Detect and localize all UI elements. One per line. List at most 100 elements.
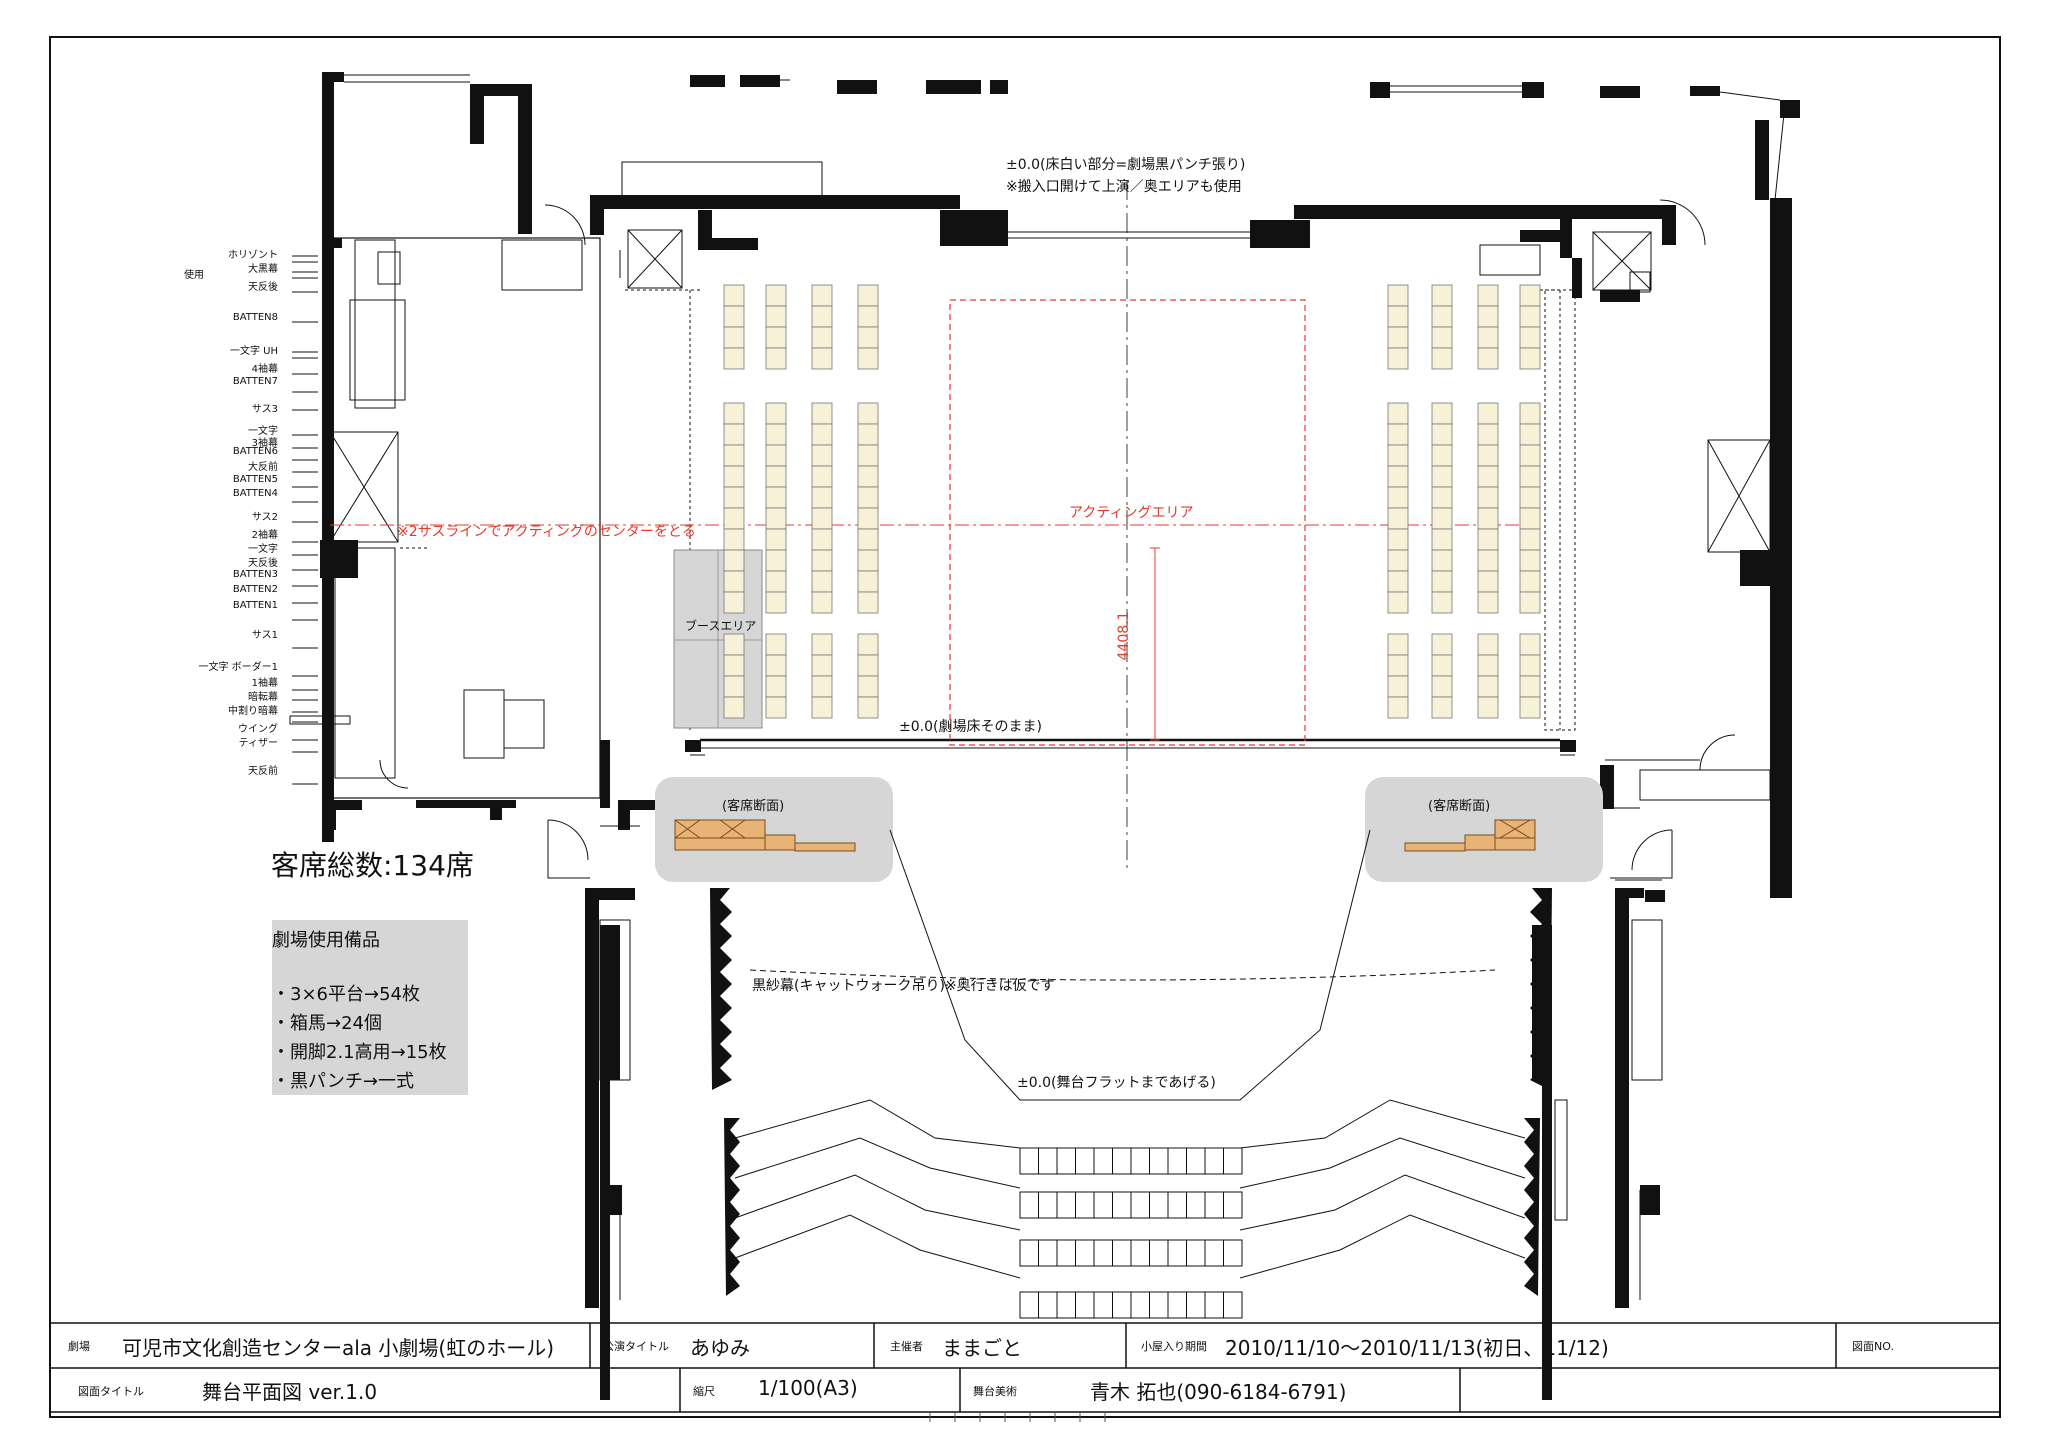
seat: [765, 402, 787, 425]
batten-label: BATTEN7: [232, 376, 278, 387]
seat: [723, 549, 745, 572]
auditorium-seat: [1204, 1291, 1224, 1319]
seat: [1519, 654, 1541, 677]
auditorium-seat: [1223, 1147, 1243, 1175]
auditorium-seat: [1038, 1147, 1058, 1175]
auditorium-seat: [1038, 1239, 1058, 1267]
auditorium-seat: [1112, 1147, 1132, 1175]
seat: [723, 465, 745, 488]
seat: [765, 326, 787, 349]
auditorium-seat: [1130, 1147, 1150, 1175]
auditorium-seat: [1223, 1191, 1243, 1219]
equipment-panel: [272, 920, 468, 1095]
seat: [1387, 423, 1409, 446]
auditorium-seat: [1186, 1191, 1206, 1219]
seat: [1477, 402, 1499, 425]
level-note-top-2: ※搬入口開けて上演／奥エリアも使用: [1006, 179, 1242, 195]
seat: [1477, 305, 1499, 328]
seat: [857, 633, 879, 656]
seat: [1477, 326, 1499, 349]
seat: [1519, 347, 1541, 370]
auditorium-seat: [1038, 1191, 1058, 1219]
auditorium-seat: [1149, 1147, 1169, 1175]
seat: [1387, 284, 1409, 307]
auditorium-seat: [1019, 1239, 1039, 1267]
tb-title: あゆみ: [690, 1336, 750, 1360]
tb-scale: 1/100(A3): [758, 1376, 858, 1400]
seat: [1519, 528, 1541, 551]
seat: [1477, 347, 1499, 370]
equipment-item: ・箱馬→24個: [272, 1013, 382, 1034]
batten-label: サス1: [251, 630, 278, 641]
seat: [765, 444, 787, 467]
seat: [765, 284, 787, 307]
seat: [811, 549, 833, 572]
auditorium-seat: [1167, 1291, 1187, 1319]
seat: [857, 423, 879, 446]
center-note: ※2サスラインでアクティングのセンターをとる: [397, 524, 696, 540]
batten-label: 天反後: [248, 558, 278, 569]
seat: [1387, 633, 1409, 656]
seat: [1431, 591, 1453, 614]
section-left-label: (客席断面): [722, 799, 785, 814]
auditorium-seat: [1093, 1191, 1113, 1219]
auditorium-seat: [1075, 1147, 1095, 1175]
auditorium-seat: [1075, 1191, 1095, 1219]
seat: [1431, 549, 1453, 572]
batten-label: 1袖幕: [251, 678, 278, 689]
auditorium-seat: [1204, 1191, 1224, 1219]
seat: [765, 633, 787, 656]
equipment-title: 劇場使用備品: [272, 930, 380, 951]
seat: [811, 591, 833, 614]
auditorium-seat: [1093, 1291, 1113, 1319]
seat: [1477, 696, 1499, 719]
seat: [1477, 654, 1499, 677]
seat: [1431, 465, 1453, 488]
tb-title-key: 公演タイトル: [603, 1340, 669, 1353]
seat: [1387, 326, 1409, 349]
seat: [765, 696, 787, 719]
batten-label: BATTEN2: [232, 584, 278, 595]
auditorium-seat: [1167, 1239, 1187, 1267]
seat: [811, 528, 833, 551]
auditorium-seat: [1056, 1147, 1076, 1175]
seat: [1519, 305, 1541, 328]
seat: [765, 528, 787, 551]
batten-label: 3袖幕: [251, 438, 278, 449]
seat: [1431, 675, 1453, 698]
seat: [857, 486, 879, 509]
seat: [1387, 305, 1409, 328]
auditorium-seat: [1167, 1147, 1187, 1175]
tb-scale-key: 縮尺: [693, 1385, 715, 1398]
tb-drawing-no-key: 図面NO.: [1852, 1340, 1894, 1353]
seat: [723, 284, 745, 307]
seat: [857, 347, 879, 370]
auditorium-seat: [1112, 1239, 1132, 1267]
auditorium-seat: [1167, 1191, 1187, 1219]
seat: [811, 654, 833, 677]
seat: [1387, 549, 1409, 572]
seat: [811, 444, 833, 467]
seat-blocks: [723, 284, 1541, 719]
seat: [1519, 675, 1541, 698]
seat: [723, 486, 745, 509]
seat: [1477, 486, 1499, 509]
acting-area-label: アクティングエリア: [1069, 505, 1194, 521]
auditorium-seat: [1186, 1147, 1206, 1175]
seat: [1387, 654, 1409, 677]
auditorium-seat: [1186, 1291, 1206, 1319]
auditorium-seat: [1130, 1291, 1150, 1319]
auditorium-seat: [1112, 1191, 1132, 1219]
seat: [811, 305, 833, 328]
auditorium-seat: [1149, 1239, 1169, 1267]
seat: [765, 570, 787, 593]
seat: [857, 591, 879, 614]
seat: [1519, 326, 1541, 349]
seat: [811, 347, 833, 370]
section-right-label: (客席断面): [1428, 799, 1491, 814]
batten-label: サス3: [251, 404, 278, 415]
batten-label: 天反前: [248, 766, 278, 777]
seat: [811, 633, 833, 656]
auditorium-seat: [1204, 1239, 1224, 1267]
tb-period: 2010/11/10〜2010/11/13(初日、11/12): [1225, 1336, 1609, 1360]
